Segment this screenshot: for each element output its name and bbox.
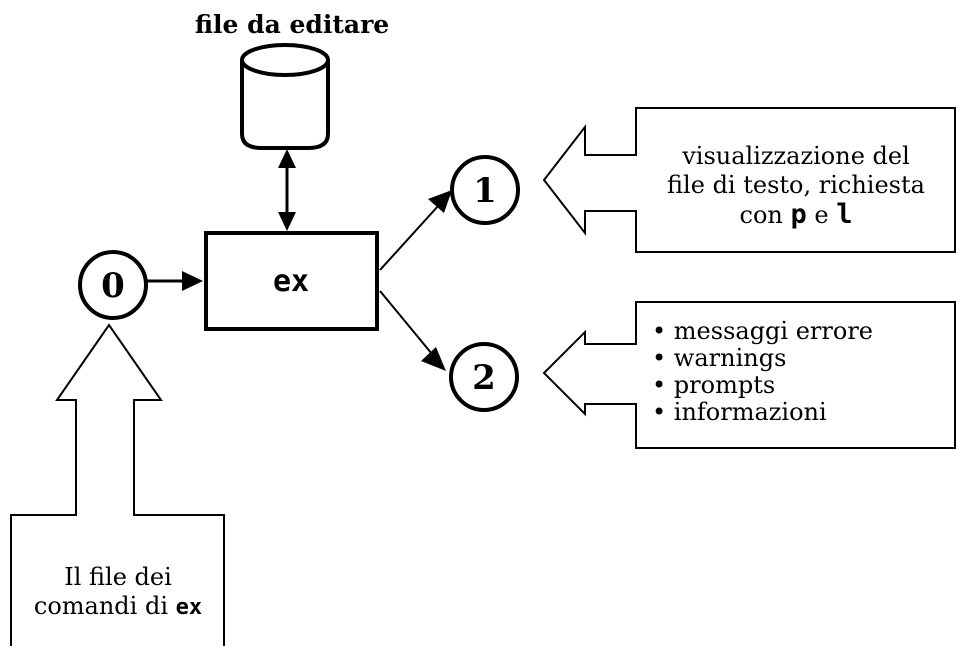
stdout-callout-line3: con p e l — [640, 200, 952, 230]
command-l: l — [836, 199, 853, 230]
file-cylinder-icon — [240, 43, 330, 150]
file-label: file da editare — [195, 10, 389, 39]
stderr-item: • messaggi errore — [652, 317, 873, 345]
file-io-arrow — [278, 149, 296, 231]
stdin-stream: 0 — [78, 250, 148, 320]
ex-program-label: ex — [273, 264, 309, 299]
stdin-arrow — [147, 271, 203, 291]
commands-callout-line2: comandi di ex — [12, 592, 224, 622]
commands-callout-box — [10, 323, 225, 646]
stdout-stream: 1 — [450, 155, 520, 225]
stdout-arrow — [379, 190, 452, 271]
stdout-stream-label: 1 — [473, 171, 497, 211]
stderr-callout-box — [542, 301, 956, 449]
stdout-callout-line3-prefix: con — [739, 201, 791, 229]
stdout-callout-line2: file di testo, richiesta — [667, 171, 925, 199]
commands-callout-line1: Il file dei — [64, 563, 172, 591]
commands-callout-line2-prefix: comandi di — [33, 592, 176, 620]
stdout-callout-text: visualizzazione del file di testo, richi… — [640, 142, 952, 230]
stdin-stream-label: 0 — [101, 266, 125, 306]
command-p: p — [790, 199, 807, 230]
stderr-arrow — [379, 290, 446, 371]
commands-callout-code: ex — [175, 595, 203, 620]
stderr-item: • warnings — [652, 344, 787, 372]
commands-callout-text: Il file dei comandi di ex — [12, 563, 224, 622]
stderr-callout-text: • messaggi errore • warnings • prompts •… — [652, 318, 952, 426]
stdout-callout-line1: visualizzazione del — [682, 142, 910, 170]
ex-program-box — [204, 231, 379, 331]
stdout-callout-line3-mid: e — [806, 201, 837, 229]
stderr-stream: 2 — [449, 342, 519, 412]
stderr-stream-label: 2 — [472, 358, 496, 398]
stderr-item: • prompts — [652, 371, 776, 399]
stdout-callout-box — [542, 107, 956, 253]
stderr-item: • informazioni — [652, 398, 827, 426]
